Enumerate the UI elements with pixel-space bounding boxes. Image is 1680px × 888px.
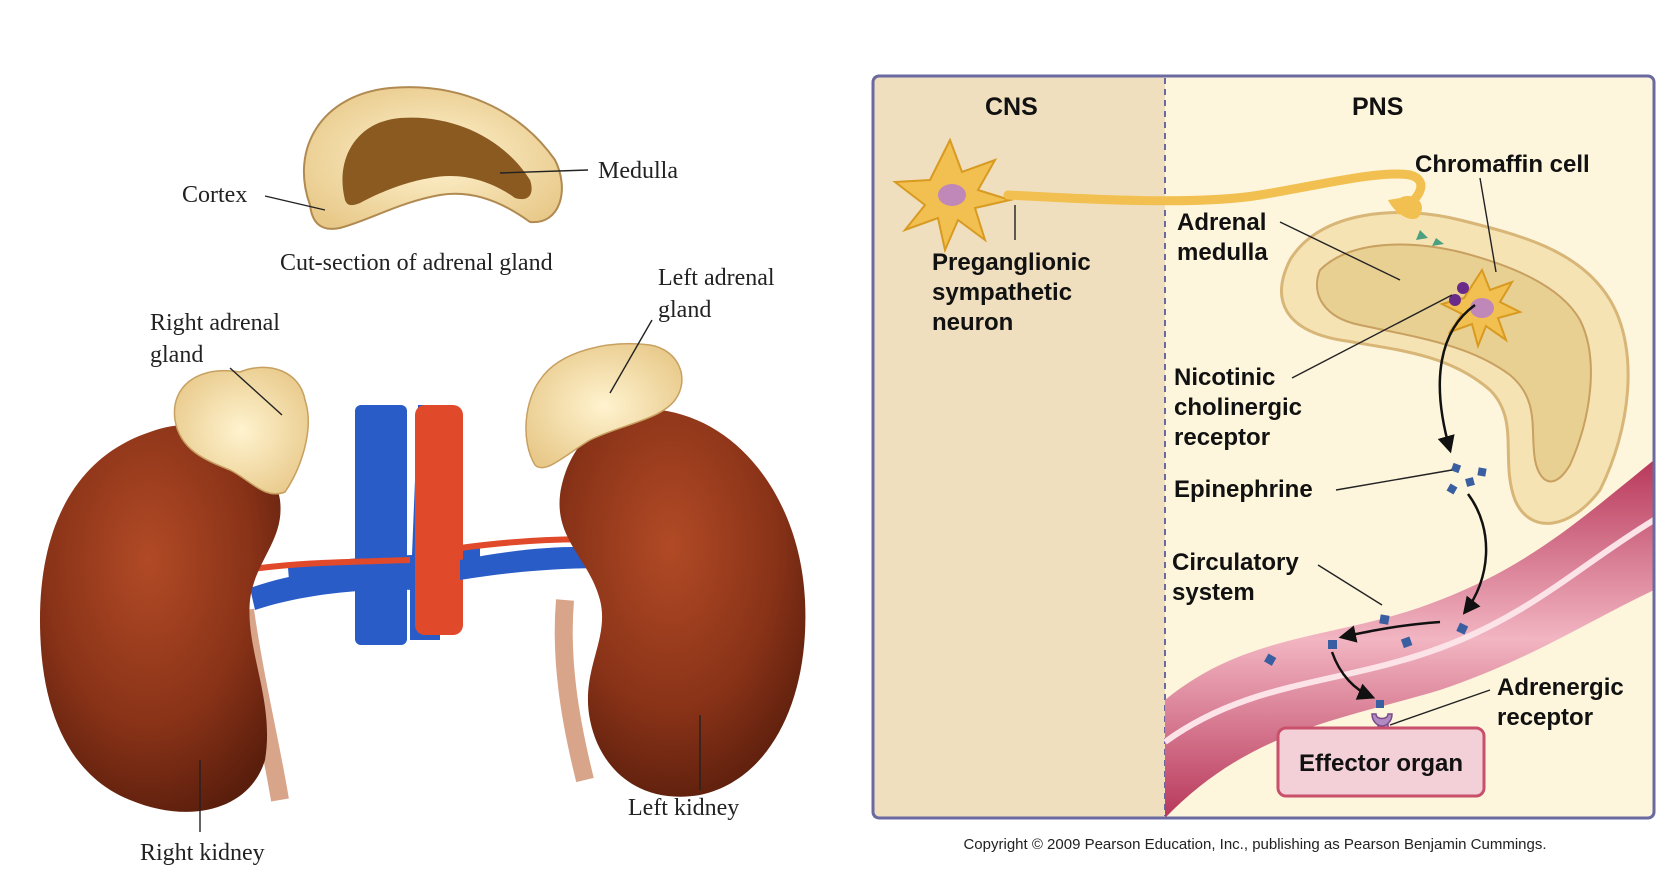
secretion-arrow: [1437, 303, 1476, 454]
preganglionic-neuron: [892, 137, 1426, 254]
adrenal-medulla-label-line1: Adrenal: [1177, 209, 1266, 236]
cns-header: CNS: [985, 93, 1038, 121]
left-renal-vein-left: [460, 546, 610, 580]
circulatory-label-line2: system: [1172, 579, 1255, 606]
aorta: [415, 405, 463, 635]
left-kidney: [559, 409, 806, 797]
left-adrenal-label-line2: gland: [658, 297, 711, 323]
adrenergic-leader: [1389, 689, 1491, 726]
right-adrenal-label-line2: gland: [150, 342, 203, 368]
nicotinic-receptor-2: [1449, 294, 1461, 306]
chromaffin-label: Chromaffin cell: [1415, 151, 1590, 178]
cortex-leader: [264, 195, 326, 211]
adrenergic-label-line2: receptor: [1497, 704, 1593, 731]
right-renal-artery: [244, 557, 411, 573]
right-pathway-figure: CNS PNS Chromaffin cell Adrenal medulla …: [871, 74, 1656, 853]
epinephrine-label: Epinephrine: [1174, 476, 1313, 503]
acetylcholine-1: [1416, 230, 1428, 240]
adrenal-medulla-leader: [1279, 221, 1401, 281]
nicotinic-label-line2: cholinergic: [1174, 394, 1302, 421]
right-kidney: [40, 424, 281, 812]
left-anatomy-figure: Cortex Medulla Cut-section of adrenal gl…: [40, 86, 806, 866]
left-adrenal-label-line1: Left adrenal: [658, 265, 775, 291]
pns-header: PNS: [1352, 93, 1403, 121]
right-adrenal-leader: [229, 367, 283, 416]
right-adrenal-label-line1: Right adrenal: [150, 310, 280, 336]
circulatory-leader: [1317, 564, 1383, 606]
preganglionic-label-line3: neuron: [932, 309, 1013, 336]
neuron-nucleus: [938, 184, 966, 206]
right-adrenal-gland: [173, 366, 309, 495]
into-blood-arrow: [1462, 493, 1488, 615]
medulla-label: Medulla: [598, 158, 678, 184]
pathway-frame: [871, 74, 1656, 820]
adrenal-cut-section: [264, 86, 589, 230]
nicotinic-label-line3: receptor: [1174, 424, 1270, 451]
circulatory-label-line1: Circulatory: [1172, 549, 1299, 576]
adrenal-medulla-illustration: [1280, 211, 1630, 525]
adrenal-medulla-layer: [1315, 243, 1592, 483]
nicotinic-leader: [1291, 294, 1453, 379]
flow-arrows: [1330, 303, 1488, 700]
vena-cava: [355, 405, 407, 645]
circulation-arrow: [1338, 620, 1441, 643]
nicotinic-label-line1: Nicotinic: [1174, 364, 1275, 391]
chromaffin-cell: [1416, 230, 1523, 350]
adrenergic-label-line1: Adrenergic: [1497, 674, 1624, 701]
cut-section-caption: Cut-section of adrenal gland: [280, 250, 553, 276]
epinephrine-particles: [1264, 462, 1487, 708]
to-receptor-arrow: [1330, 651, 1376, 700]
acetylcholine-2: [1432, 238, 1444, 246]
cortex-label: Cortex: [182, 182, 247, 208]
epinephrine-leader: [1335, 469, 1453, 491]
copyright-notice: Copyright © 2009 Pearson Education, Inc.…: [963, 836, 1546, 853]
chromaffin-nucleus: [1470, 298, 1494, 318]
left-adrenal-gland: [525, 343, 683, 469]
vessel-highlight: [1163, 517, 1656, 745]
medulla-region: [342, 117, 532, 206]
effector-organ-label: Effector organ: [1299, 750, 1463, 777]
chromaffin-leader: [1479, 177, 1497, 273]
preganglionic-label-line1: Preganglionic: [932, 249, 1091, 276]
effector-organ-box: [1276, 726, 1486, 798]
preganglionic-label-line2: sympathetic: [932, 279, 1072, 306]
nicotinic-receptor-1: [1457, 282, 1469, 294]
axon-terminal: [1388, 195, 1422, 220]
left-adrenal-leader: [609, 319, 653, 394]
medulla-leader: [499, 169, 589, 174]
left-ureter: [554, 599, 594, 783]
left-kidney-label: Left kidney: [628, 795, 739, 821]
right-kidney-label: Right kidney: [140, 840, 265, 866]
axon: [1003, 169, 1426, 215]
left-renal-vein-right: [250, 567, 415, 610]
great-vessels: [244, 405, 613, 645]
adrenal-medulla-label-line2: medulla: [1177, 239, 1268, 266]
